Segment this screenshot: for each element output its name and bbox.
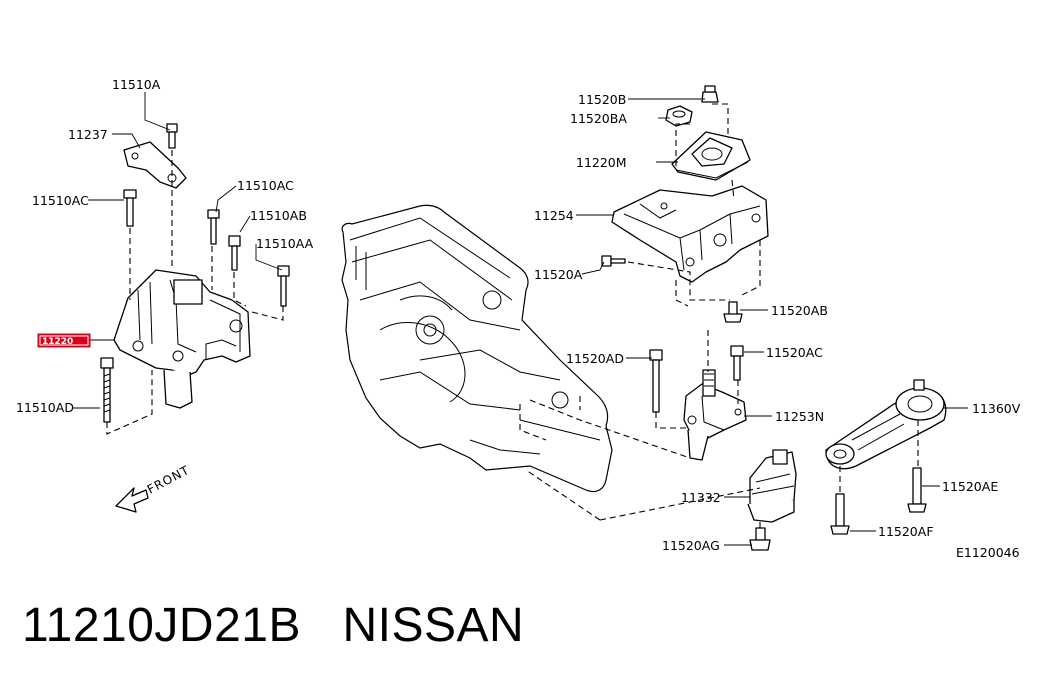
label-11520AF: 11520AF [878, 524, 934, 539]
bolt-11520AF [830, 493, 850, 535]
bolt-11520AE [907, 467, 927, 513]
torque-rod-11360V [825, 379, 947, 470]
label-11520AG: 11520AG [662, 538, 720, 553]
label-11510AA: 11510AA [256, 236, 314, 251]
bolt-11510AD [100, 357, 114, 423]
label-11520AE: 11520AE [942, 479, 998, 494]
label-11237: 11237 [68, 127, 108, 142]
label-11520A: 11520A [534, 267, 583, 282]
bracket-11253N [683, 369, 747, 461]
bolt-11520A [601, 255, 626, 267]
label-11510AC-left: 11510AC [32, 193, 89, 208]
label-11220-highlight[interactable]: 11220 [37, 333, 91, 348]
bolt-11510AC-right [207, 209, 220, 245]
label-11510AC-right: 11510AC [237, 178, 294, 193]
label-11520BA: 11520BA [570, 111, 627, 126]
label-11520B: 11520B [578, 92, 626, 107]
label-11253N: 11253N [775, 409, 824, 424]
label-11520AD: 11520AD [566, 351, 624, 366]
bolt-11520AB [723, 301, 743, 323]
label-11332: 11332 [681, 490, 721, 505]
label-11520AB: 11520AB [771, 303, 828, 318]
label-11510AD: 11510AD [16, 400, 74, 415]
bolt-11520AG [749, 527, 771, 551]
engine-mount-11220 [113, 269, 251, 409]
bolt-11510AC-left [123, 189, 137, 227]
label-11254: 11254 [534, 208, 574, 223]
part-labels: 11510A 11237 11510AC 11510AC 11510AB 115… [16, 77, 1021, 560]
figure-code: E1120046 [956, 545, 1020, 560]
label-11520AC: 11520AC [766, 345, 823, 360]
front-label: FRONT [145, 463, 192, 497]
washer-11520BA [665, 105, 693, 127]
label-11220: 11220 [42, 337, 73, 347]
leader-lines [72, 92, 968, 546]
front-direction-indicator: FRONT [115, 463, 192, 513]
left-mount-assembly [100, 123, 290, 435]
right-lower-assembly [519, 330, 947, 551]
label-11220M: 11220M [576, 155, 627, 170]
front-arrow-icon [115, 487, 149, 513]
bolt-11510A [166, 123, 178, 149]
engine-block [341, 204, 613, 493]
right-upper-assembly [601, 85, 769, 323]
bolt-11510AA [277, 265, 290, 307]
label-11510AB: 11510AB [250, 208, 307, 223]
label-11510A: 11510A [112, 77, 161, 92]
label-11360V: 11360V [972, 401, 1021, 416]
bracket-11237 [123, 141, 187, 189]
insulator-11332 [747, 449, 797, 523]
bolt-11520AC [730, 345, 744, 381]
bolt-11520AD [649, 349, 663, 413]
part-number-caption: 11210JD21B NISSAN [22, 599, 525, 652]
bracket-11254 [611, 185, 769, 283]
insulator-11220M [671, 131, 751, 181]
bolt-11510AB [228, 235, 241, 271]
nut-11520B [701, 85, 719, 103]
